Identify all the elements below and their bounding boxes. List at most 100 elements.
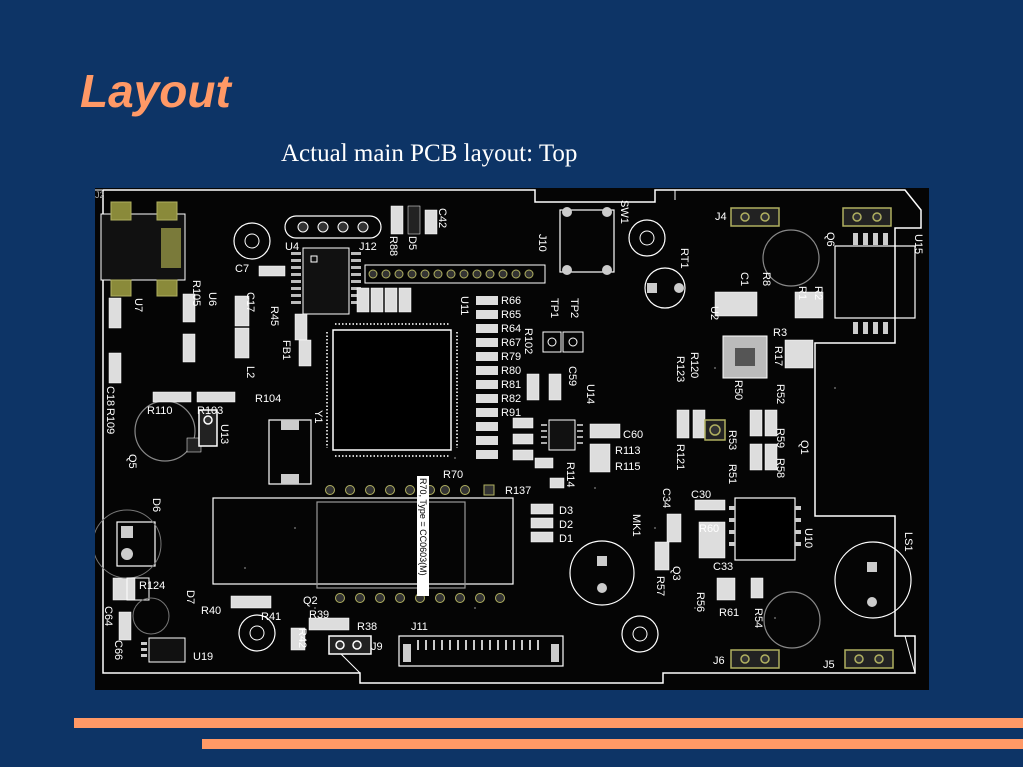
label-d2: D2 xyxy=(559,519,573,531)
label-j10: J10 xyxy=(536,234,548,252)
label-c7: C7 xyxy=(235,263,249,275)
label-r60: R60 xyxy=(699,523,719,535)
label-q6: Q6 xyxy=(824,232,836,247)
label-r1: R1 xyxy=(796,286,808,300)
label-rt1: RT1 xyxy=(678,248,690,269)
j10-header xyxy=(364,264,546,284)
decorative-bar-bottom xyxy=(202,739,1023,749)
label-r65: R65 xyxy=(501,309,521,321)
label-r109: R109 xyxy=(104,408,116,434)
label-r8: R8 xyxy=(760,272,772,286)
label-r103: R103 xyxy=(197,405,223,417)
label-r70: R70 xyxy=(443,469,463,481)
label-u7: U7 xyxy=(132,298,144,312)
smd-parts xyxy=(108,205,824,651)
label-u14: U14 xyxy=(584,384,596,404)
label-u6: U6 xyxy=(206,292,218,306)
label-r67: R67 xyxy=(501,337,521,349)
label-u10: U10 xyxy=(802,528,814,548)
label-r45: R45 xyxy=(268,306,280,326)
label-c59: C59 xyxy=(566,366,578,386)
two-pin-connectors xyxy=(198,207,894,669)
label-r56: R56 xyxy=(694,592,706,612)
y1-crystal xyxy=(268,419,312,485)
label-r3: R3 xyxy=(773,327,787,339)
slide-title: Layout xyxy=(80,65,231,117)
label-r59: R59 xyxy=(774,428,786,448)
label-y1: Y1 xyxy=(312,410,324,423)
u19-chip xyxy=(141,637,186,663)
u2-chip xyxy=(722,335,768,379)
label-d3: D3 xyxy=(559,505,573,517)
label-r91: R91 xyxy=(501,407,521,419)
label-c30: C30 xyxy=(691,489,711,501)
label-d6: D6 xyxy=(150,498,162,512)
label-r121: R121 xyxy=(674,444,686,470)
j11-connector xyxy=(398,635,564,667)
pin-rows xyxy=(325,484,505,603)
label-j2: J2 xyxy=(95,190,105,200)
sw1-switch xyxy=(559,207,615,275)
label-u13: U13 xyxy=(218,424,230,444)
label-r124: R124 xyxy=(139,580,165,592)
label-r80: R80 xyxy=(501,365,521,377)
label-d1: D1 xyxy=(559,533,573,545)
label-r39: R39 xyxy=(309,609,329,621)
resistor-column xyxy=(476,296,498,459)
pcb-layout-image: J2 R105 U6 U7 C17 C7 R45 FB1 U4 J12 R88 … xyxy=(95,188,929,690)
label-c42: C42 xyxy=(436,208,448,228)
j12-header xyxy=(284,215,382,239)
label-r102: R102 xyxy=(522,328,534,354)
label-r57: R57 xyxy=(654,576,666,596)
label-r81: R81 xyxy=(501,379,521,391)
label-j5: J5 xyxy=(823,659,835,671)
label-r110: R110 xyxy=(147,405,172,417)
label-r104: R104 xyxy=(255,393,281,405)
label-r52: R52 xyxy=(774,384,786,404)
label-q2: Q2 xyxy=(303,595,318,607)
label-r54: R54 xyxy=(752,608,764,628)
label-c17: C17 xyxy=(244,292,256,312)
label-tp2: TP2 xyxy=(568,298,580,318)
label-r51: R51 xyxy=(726,464,738,484)
label-c34: C34 xyxy=(660,488,672,508)
slide-subtitle: Actual main PCB layout: Top xyxy=(281,140,578,167)
label-tp1: TP1 xyxy=(548,298,560,318)
label-r50: R50 xyxy=(732,380,744,400)
label-c60: C60 xyxy=(623,429,643,441)
label-q1: Q1 xyxy=(798,440,810,455)
label-r41: R41 xyxy=(261,611,281,623)
ls1-speaker xyxy=(834,541,912,619)
label-r38: R38 xyxy=(357,621,377,633)
mounting-holes xyxy=(134,219,821,653)
label-r79: R79 xyxy=(501,351,521,363)
label-j6: J6 xyxy=(713,655,725,667)
label-q5: Q5 xyxy=(126,454,138,469)
label-r137: R137 xyxy=(505,485,531,497)
label-c64: C64 xyxy=(102,606,114,626)
rt1-thermistor xyxy=(644,267,686,309)
silkscreen-labels: J2 R105 U6 U7 C17 C7 R45 FB1 U4 J12 R88 … xyxy=(95,190,924,671)
decorative-bar-top xyxy=(74,718,1023,728)
label-j12: J12 xyxy=(359,241,377,253)
label-d5: D5 xyxy=(406,236,418,250)
mcu-chip xyxy=(326,323,458,457)
label-r105: R105 xyxy=(190,280,202,306)
u4-chip xyxy=(291,247,361,315)
label-r70-note: R70, Type = CC0603(M) xyxy=(418,478,428,576)
u15-chip xyxy=(834,233,916,334)
label-r40: R40 xyxy=(201,605,221,617)
label-r61: R61 xyxy=(719,607,739,619)
label-u11: U11 xyxy=(458,296,470,315)
j2-connector xyxy=(95,189,186,297)
label-c18: C18 xyxy=(104,386,116,406)
label-r64: R64 xyxy=(501,323,521,335)
label-r82: R82 xyxy=(501,393,521,405)
label-u2: U2 xyxy=(708,306,720,320)
board-outline xyxy=(102,189,922,684)
label-r115: R115 xyxy=(615,461,640,473)
label-d7: D7 xyxy=(184,590,196,604)
label-u19: U19 xyxy=(193,651,213,663)
label-c66: C66 xyxy=(112,640,124,660)
label-r120: R120 xyxy=(688,352,700,378)
